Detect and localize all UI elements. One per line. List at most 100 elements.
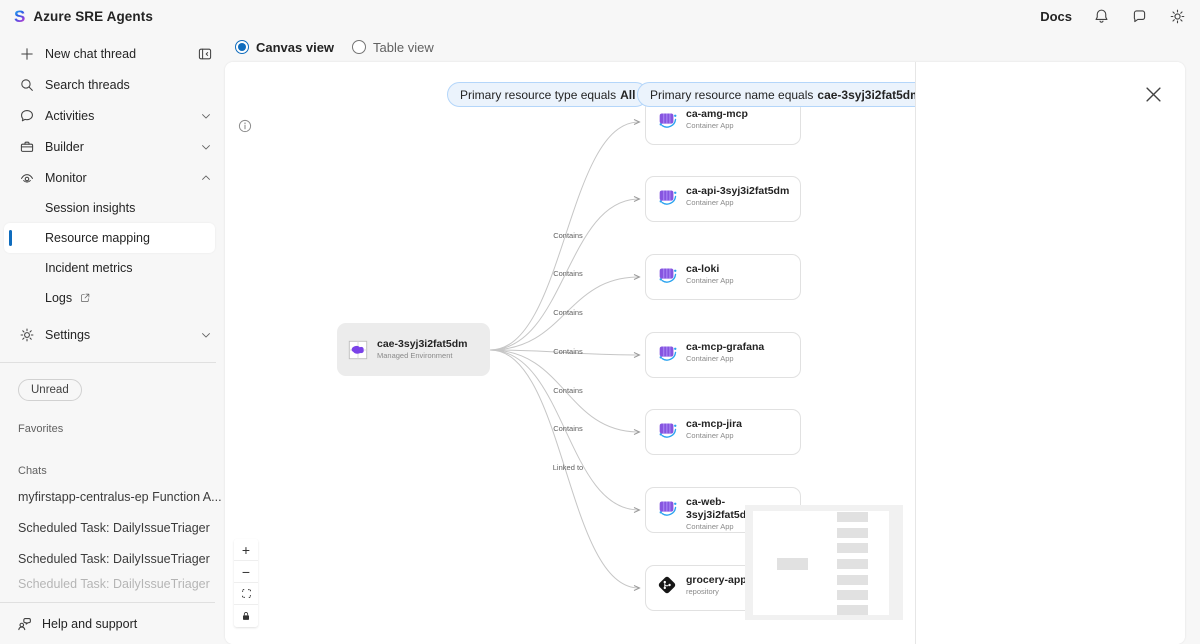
plus-icon xyxy=(18,45,35,62)
favorites-label: Favorites xyxy=(18,423,64,435)
builder-label: Builder xyxy=(45,139,84,154)
node-title: cae-3syj3i2fat5dm xyxy=(377,338,468,351)
new-chat-thread-label: New chat thread xyxy=(45,46,137,61)
node-subtitle: Container App xyxy=(686,276,734,286)
sidebar-item-builder[interactable]: Builder xyxy=(0,131,225,162)
sidebar-item-activities[interactable]: Activities xyxy=(0,100,225,131)
app-header: S Azure SRE Agents Docs xyxy=(0,0,1200,32)
search-icon xyxy=(18,76,35,93)
canvas-view-radio[interactable]: Canvas view xyxy=(235,40,334,55)
filter-pill-resource-type[interactable]: Primary resource type equals All xyxy=(447,82,649,107)
logs-label: Logs xyxy=(45,291,73,305)
radio-unselected-icon xyxy=(352,40,367,54)
filter-value: All xyxy=(620,87,636,102)
radio-selected-icon xyxy=(235,40,249,54)
activities-label: Activities xyxy=(45,108,95,123)
container-app-icon xyxy=(656,496,678,518)
sidebar-item-settings[interactable]: Settings xyxy=(0,319,225,350)
settings-label: Settings xyxy=(45,327,91,342)
sidebar-item-incident-metrics[interactable]: Incident metrics xyxy=(45,261,133,275)
table-view-radio[interactable]: Table view xyxy=(352,40,434,55)
node-subtitle: repository xyxy=(686,587,719,597)
filter-prefix: Primary resource type equals xyxy=(460,87,617,102)
zoom-in-button[interactable]: + xyxy=(234,539,258,561)
fit-view-button[interactable] xyxy=(234,583,258,605)
edge-label: Contains xyxy=(553,308,583,317)
info-icon[interactable] xyxy=(237,118,253,134)
close-icon[interactable] xyxy=(1143,84,1163,104)
node-subtitle: Container App xyxy=(686,431,734,441)
filter-value: cae-3syj3i2fat5dm xyxy=(817,87,915,102)
node-title: ca-web-3syj3i2fat5dm xyxy=(686,496,756,522)
edge-label: Linked to xyxy=(553,463,583,472)
chat-thread-item[interactable]: Scheduled Task: DailyIssueTriager xyxy=(18,521,210,535)
chat-bubble-icon[interactable] xyxy=(1130,7,1148,25)
graph-node[interactable]: ca-mcp-grafana Container App xyxy=(645,332,801,378)
container-app-icon xyxy=(656,185,678,207)
edge-label: Contains xyxy=(553,347,583,356)
container-app-icon xyxy=(656,341,678,363)
chevron-up-icon xyxy=(199,171,213,185)
sidebar-item-session-insights[interactable]: Session insights xyxy=(45,201,136,215)
gear-icon[interactable] xyxy=(1168,7,1186,25)
graph-node[interactable]: ca-api-3syj3i2fat5dm Container App xyxy=(645,176,801,222)
sidebar-item-resource-mapping[interactable]: Resource mapping xyxy=(4,223,215,253)
resource-map-canvas[interactable]: Contains Contains Contains Contains Cont… xyxy=(225,62,915,644)
graph-node[interactable]: ca-loki Container App xyxy=(645,254,801,300)
lock-button[interactable] xyxy=(234,605,258,627)
filter-pill-resource-name[interactable]: Primary resource name equals cae-3syj3i2… xyxy=(637,82,915,107)
container-app-icon xyxy=(656,108,678,130)
chat-thread-item[interactable]: myfirstapp-centralus-ep Function A... xyxy=(18,490,222,504)
graph-edges: Contains Contains Contains Contains Cont… xyxy=(489,119,641,591)
external-link-icon xyxy=(79,292,91,304)
minimap-viewport xyxy=(753,511,889,615)
unread-filter-button[interactable]: Unread xyxy=(18,379,82,401)
git-repository-icon xyxy=(656,574,678,596)
graph-node-root[interactable]: cae-3syj3i2fat5dm Managed Environment xyxy=(337,323,490,376)
chevron-down-icon xyxy=(199,328,213,342)
monitor-icon xyxy=(18,169,35,186)
sidebar-item-logs[interactable]: Logs xyxy=(0,283,225,313)
canvas-view-label: Canvas view xyxy=(256,39,335,55)
detail-panel xyxy=(915,62,1185,644)
minimap-node xyxy=(837,590,868,600)
new-chat-thread-button[interactable]: New chat thread xyxy=(0,38,225,69)
search-threads-button[interactable]: Search threads xyxy=(0,69,225,100)
zoom-out-button[interactable]: − xyxy=(234,561,258,583)
sidebar-divider xyxy=(0,362,216,363)
canvas-controls: + − xyxy=(234,539,258,627)
filter-prefix: Primary resource name equals xyxy=(650,87,814,102)
sidebar-item-monitor[interactable]: Monitor xyxy=(0,162,225,193)
monitor-label: Monitor xyxy=(45,170,87,185)
minimap-node xyxy=(837,575,868,585)
app-title: Azure SRE Agents xyxy=(33,8,153,24)
node-title: ca-amg-mcp xyxy=(686,108,748,120)
help-icon xyxy=(16,615,33,632)
edge-label: Contains xyxy=(553,269,583,278)
node-subtitle: Container App xyxy=(686,354,734,364)
help-and-support-label: Help and support xyxy=(42,616,138,631)
bell-icon[interactable] xyxy=(1092,7,1110,25)
chats-label: Chats xyxy=(18,465,47,477)
table-view-label: Table view xyxy=(373,39,434,55)
search-threads-label: Search threads xyxy=(45,77,130,92)
chat-thread-item[interactable]: Scheduled Task: DailyIssueTriager xyxy=(18,552,210,566)
collapse-panel-icon[interactable] xyxy=(196,45,213,62)
minimap-node xyxy=(837,528,868,538)
chevron-down-icon xyxy=(199,109,213,123)
view-toggle: Canvas view Table view xyxy=(225,32,1185,62)
node-title: ca-mcp-jira xyxy=(686,418,743,430)
chevron-down-icon xyxy=(199,140,213,154)
minimap-node xyxy=(837,559,868,569)
edge-label: Contains xyxy=(553,386,583,395)
graph-node[interactable]: ca-mcp-jira Container App xyxy=(645,409,801,455)
node-title: ca-mcp-grafana xyxy=(686,341,765,353)
chat-thread-item[interactable]: Scheduled Task: DailyIssueTriager xyxy=(18,577,210,591)
brand: S Azure SRE Agents xyxy=(14,8,153,25)
minimap[interactable] xyxy=(745,505,903,620)
help-and-support-button[interactable]: Help and support xyxy=(0,602,215,636)
node-subtitle: Container App xyxy=(686,522,734,532)
resource-mapping-panel: Contains Contains Contains Contains Cont… xyxy=(225,62,1185,644)
node-title: ca-api-3syj3i2fat5dm xyxy=(686,185,790,197)
docs-link[interactable]: Docs xyxy=(1040,8,1072,24)
